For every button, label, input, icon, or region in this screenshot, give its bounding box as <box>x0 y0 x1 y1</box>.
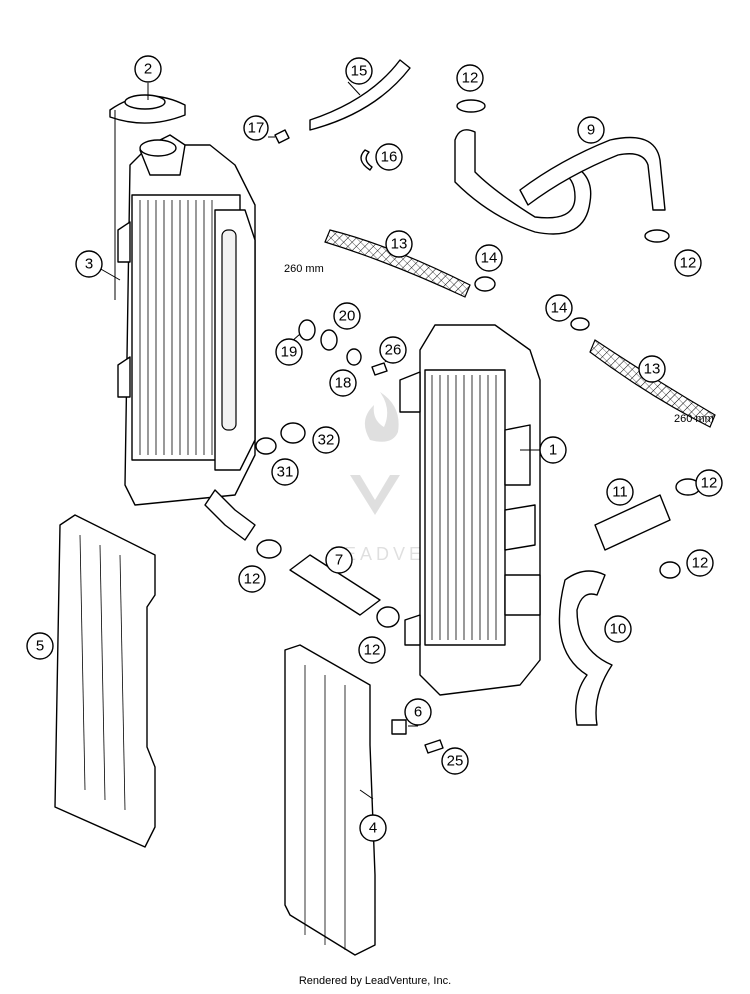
callout-31[interactable]: 31 <box>271 458 299 486</box>
plug-32 <box>280 422 306 444</box>
svg-text:12: 12 <box>244 571 261 588</box>
svg-text:5: 5 <box>36 638 44 655</box>
svg-text:26: 26 <box>385 342 402 359</box>
washer-18 <box>346 348 362 366</box>
svg-text:12: 12 <box>692 555 709 572</box>
screw-17 <box>274 129 290 144</box>
callout-6[interactable]: 6 <box>404 698 432 726</box>
svg-text:12: 12 <box>680 255 697 272</box>
hose-clamp <box>256 99 701 628</box>
svg-text:31: 31 <box>277 464 294 481</box>
clip-16 <box>360 149 373 171</box>
y-hose-9 <box>454 129 666 235</box>
svg-text:12: 12 <box>462 70 479 87</box>
hose-15 <box>309 59 411 131</box>
small-clamp-14-upper <box>474 276 496 292</box>
braided-hose-13-upper <box>324 229 471 298</box>
callout-11[interactable]: 11 <box>606 478 634 506</box>
hose-11 <box>594 494 671 551</box>
hose-7 <box>289 554 381 616</box>
svg-text:25: 25 <box>447 753 464 770</box>
dimension-label-upper: 260 mm <box>284 263 324 275</box>
small-clamp-14-lower <box>570 317 590 331</box>
svg-text:2: 2 <box>144 61 152 78</box>
svg-text:16: 16 <box>381 149 398 166</box>
bolt-26 <box>371 362 388 376</box>
svg-text:18: 18 <box>335 375 352 392</box>
grommet-19 <box>298 319 316 341</box>
callout-19[interactable]: 19 <box>275 338 303 366</box>
svg-text:12: 12 <box>364 642 381 659</box>
svg-text:14: 14 <box>481 250 498 267</box>
svg-text:12: 12 <box>701 475 718 492</box>
callout-1[interactable]: 1 <box>539 436 567 464</box>
callout-14-a[interactable]: 14 <box>475 244 503 272</box>
callout-32[interactable]: 32 <box>312 426 340 454</box>
svg-text:13: 13 <box>391 236 408 253</box>
credit-line: Rendered by LeadVenture, Inc. <box>298 975 452 987</box>
callout-4[interactable]: 4 <box>359 814 387 842</box>
svg-text:19: 19 <box>281 344 298 361</box>
callout-25[interactable]: 25 <box>441 747 469 775</box>
callout-2[interactable]: 2 <box>134 55 162 83</box>
svg-text:13: 13 <box>644 361 661 378</box>
right-radiator <box>399 324 541 696</box>
callout-20[interactable]: 20 <box>333 302 361 330</box>
callout-13-a[interactable]: 13 <box>385 230 413 258</box>
callout-15[interactable]: 15 <box>345 57 373 85</box>
svg-text:32: 32 <box>318 432 335 449</box>
svg-text:17: 17 <box>248 120 265 137</box>
callout-16[interactable]: 16 <box>375 143 403 171</box>
spacer-20 <box>320 329 338 351</box>
svg-text:11: 11 <box>612 484 628 501</box>
callout-12-b[interactable]: 12 <box>674 249 702 277</box>
callout-12-e[interactable]: 12 <box>686 549 714 577</box>
screw-25 <box>424 739 444 754</box>
o-ring-31 <box>255 437 277 455</box>
svg-text:15: 15 <box>351 63 368 80</box>
braided-hose-13-lower <box>589 339 716 428</box>
callout-14-b[interactable]: 14 <box>545 294 573 322</box>
callout-26[interactable]: 26 <box>379 336 407 364</box>
callout-12-a[interactable]: 12 <box>456 64 484 92</box>
callout-12-d[interactable]: 12 <box>238 565 266 593</box>
callout-12-f[interactable]: 12 <box>358 636 386 664</box>
svg-text:3: 3 <box>85 256 93 273</box>
callout-12-c[interactable]: 12 <box>695 469 723 497</box>
callout-17[interactable]: 17 <box>243 115 269 141</box>
svg-text:4: 4 <box>369 820 377 837</box>
svg-text:6: 6 <box>414 704 422 721</box>
svg-text:10: 10 <box>610 621 627 638</box>
svg-text:20: 20 <box>339 308 356 325</box>
callout-10[interactable]: 10 <box>604 615 632 643</box>
radiator-cap <box>109 94 186 124</box>
svg-text:7: 7 <box>335 552 343 569</box>
right-radiator-fins <box>431 375 497 640</box>
callout-18[interactable]: 18 <box>329 369 357 397</box>
callout-5[interactable]: 5 <box>26 632 54 660</box>
callout-9[interactable]: 9 <box>577 116 605 144</box>
svg-text:1: 1 <box>549 442 557 459</box>
left-shroud <box>54 514 156 848</box>
callout-3[interactable]: 3 <box>75 250 103 278</box>
nut-6 <box>391 719 407 735</box>
right-shroud <box>284 644 376 956</box>
callout-13-b[interactable]: 13 <box>638 355 666 383</box>
svg-text:14: 14 <box>551 300 568 317</box>
left-radiator <box>117 134 256 541</box>
svg-text:9: 9 <box>587 122 595 139</box>
left-radiator-fins <box>139 200 213 455</box>
callout-7[interactable]: 7 <box>325 546 353 574</box>
hose-10 <box>558 570 613 726</box>
dimension-label-lower: 260 mm <box>674 413 714 425</box>
